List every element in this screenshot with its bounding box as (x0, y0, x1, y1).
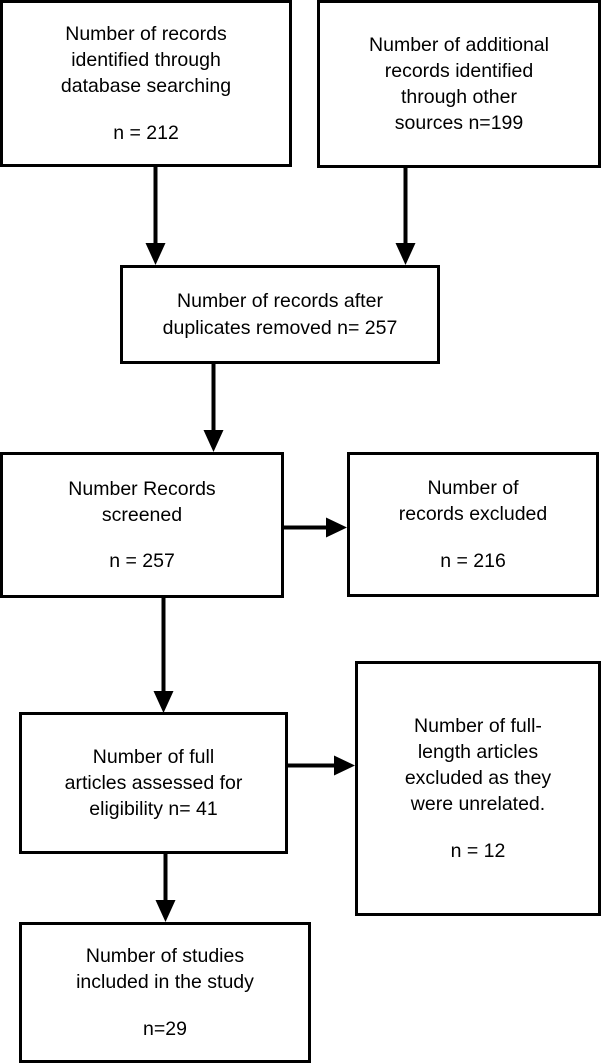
connector-eligibility-to-included (154, 853, 178, 924)
box-full-articles-eligibility: Number of full articles assessed for eli… (19, 712, 288, 854)
box-records-identified-database: Number of records identified through dat… (0, 0, 292, 167)
connector-other-sources-to-duplicates (394, 167, 418, 267)
connector-database-to-duplicates (144, 166, 168, 267)
box-studies-included: Number of studies included in the study … (19, 922, 311, 1063)
box-label: Number of full- length articles excluded… (404, 714, 552, 816)
connector-eligibility-to-unrelated (287, 754, 357, 778)
box-label: Number of records identified through dat… (60, 23, 232, 98)
box-full-articles-excluded-unrelated: Number of full- length articles excluded… (355, 661, 601, 916)
box-records-identified-other: Number of additional records identified … (317, 0, 601, 168)
box-label: Number of records excluded (398, 477, 548, 526)
connector-duplicates-to-screened (202, 363, 226, 454)
box-records-after-duplicates: Number of records after duplicates remov… (120, 265, 440, 364)
box-label: Number of records after duplicates remov… (162, 290, 398, 339)
box-count: n = 216 (440, 549, 506, 572)
box-label: Number of additional records identified … (369, 33, 549, 135)
box-records-screened: Number Records screened n = 257 (0, 452, 284, 598)
box-label: Number of full articles assessed for eli… (64, 745, 243, 821)
box-label: Number of studies included in the study (76, 945, 254, 994)
box-count: n = 257 (109, 550, 175, 573)
connector-screened-to-eligibility (152, 597, 176, 715)
box-count: n=29 (143, 1017, 187, 1040)
box-count: n = 212 (113, 121, 179, 144)
connector-screened-to-excluded (283, 516, 349, 540)
box-records-excluded: Number of records excluded n = 216 (347, 452, 599, 597)
box-count: n = 12 (450, 839, 506, 862)
box-label: Number Records screened (68, 477, 216, 526)
